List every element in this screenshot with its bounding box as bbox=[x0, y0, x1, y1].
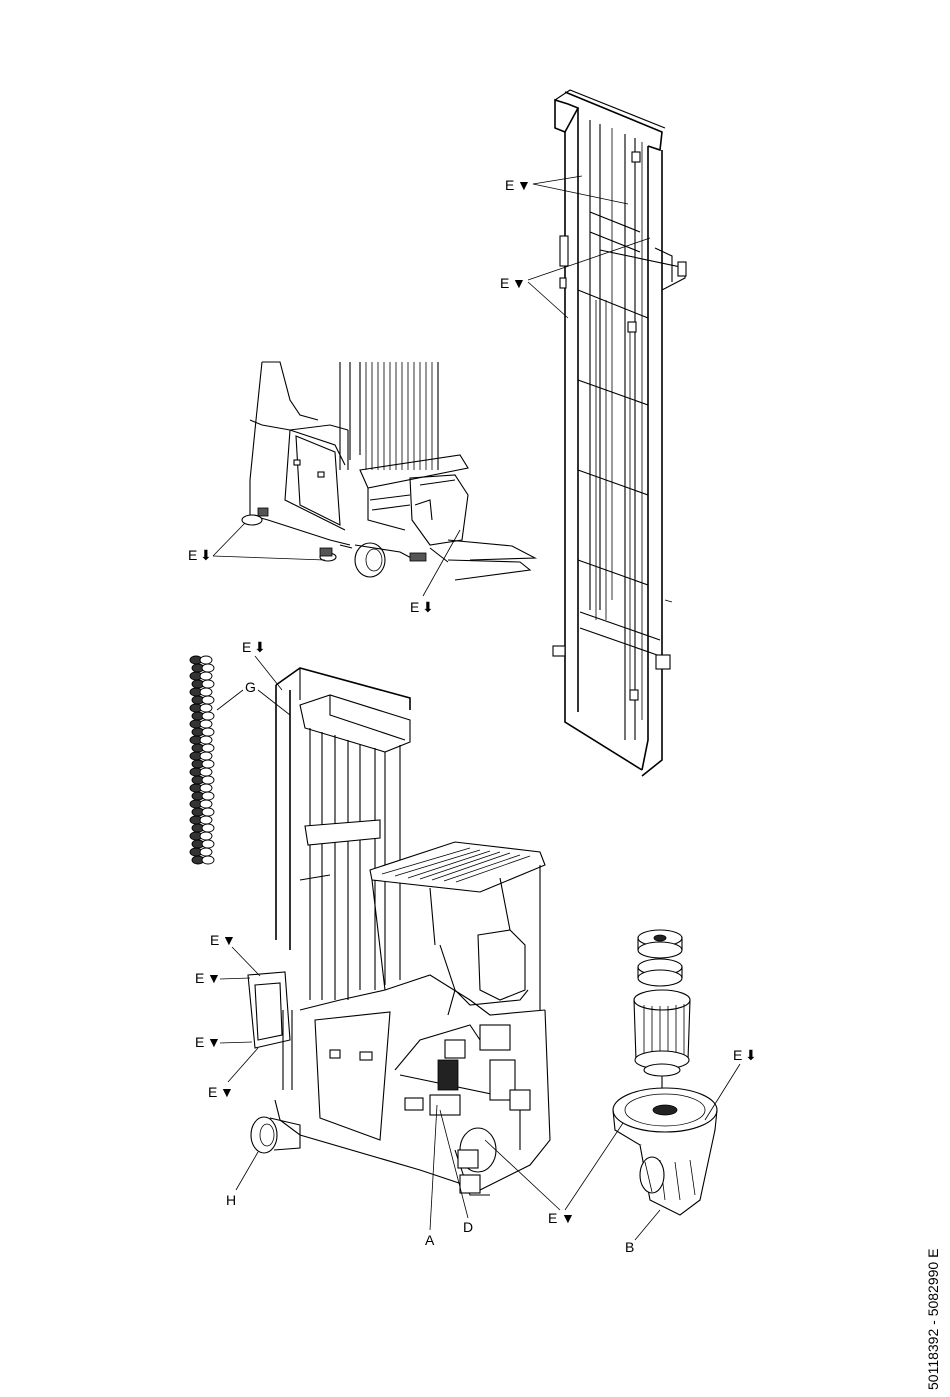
leader-line bbox=[258, 690, 290, 715]
chain-link bbox=[200, 736, 212, 744]
svg-text:⬇: ⬇ bbox=[200, 547, 212, 563]
leader-line bbox=[485, 1140, 560, 1210]
chain-link bbox=[200, 784, 212, 792]
label-e-lube-carriage-2: E ▼ bbox=[195, 970, 221, 986]
label-e-lube-carriage-3: E ▼ bbox=[195, 1034, 221, 1050]
chain-link bbox=[202, 824, 214, 832]
chain-link bbox=[202, 792, 214, 800]
chain-link bbox=[202, 728, 214, 736]
label-e-lube-drive: E ▼ bbox=[548, 1210, 575, 1226]
label-g: G bbox=[245, 679, 256, 695]
svg-text:▼: ▼ bbox=[222, 932, 236, 948]
chain-link bbox=[200, 848, 212, 856]
reach-truck-illustration bbox=[248, 668, 550, 1195]
chain-link bbox=[202, 664, 214, 672]
chain-link bbox=[202, 808, 214, 816]
svg-text:E: E bbox=[195, 1034, 204, 1050]
label-d: D bbox=[463, 1219, 473, 1235]
leader-line bbox=[528, 238, 650, 280]
document-number: 50118392 - 5082990 E bbox=[925, 1249, 941, 1390]
chain-link bbox=[202, 840, 214, 848]
chain-link bbox=[200, 720, 212, 728]
truck-base-illustration bbox=[242, 362, 535, 580]
chain-link bbox=[200, 752, 212, 760]
svg-text:▼: ▼ bbox=[561, 1210, 575, 1226]
chain-link bbox=[202, 744, 214, 752]
leader-line bbox=[533, 176, 582, 184]
label-e-lube-carriage-4: E ▼ bbox=[208, 1084, 234, 1100]
leader-line bbox=[220, 978, 250, 979]
chain-link bbox=[202, 712, 214, 720]
chain-link bbox=[200, 816, 212, 824]
svg-text:▼: ▼ bbox=[517, 177, 531, 193]
svg-text:⬇: ⬇ bbox=[745, 1047, 757, 1063]
chain-link bbox=[202, 696, 214, 704]
chain-link bbox=[200, 832, 212, 840]
label-e-oil-base-fork: E ⬇ bbox=[410, 599, 434, 615]
label-e-lube-mast-1: E ▼ bbox=[505, 177, 531, 193]
svg-text:⬇: ⬇ bbox=[422, 599, 434, 615]
mast-illustration bbox=[553, 90, 686, 776]
chain-link bbox=[202, 760, 214, 768]
svg-text:⬇: ⬇ bbox=[254, 639, 266, 655]
label-b: B bbox=[625, 1239, 634, 1255]
leader-line bbox=[236, 1152, 258, 1190]
leader-line bbox=[565, 1120, 625, 1210]
leader-line bbox=[423, 530, 460, 596]
label-e-lube-carriage-1: E ▼ bbox=[210, 932, 236, 948]
leader-line bbox=[255, 656, 282, 690]
svg-text:▼: ▼ bbox=[512, 275, 526, 291]
svg-text:E: E bbox=[208, 1084, 217, 1100]
svg-text:E: E bbox=[505, 177, 514, 193]
svg-text:▼: ▼ bbox=[207, 970, 221, 986]
chain-link bbox=[200, 672, 212, 680]
leader-line bbox=[213, 523, 245, 556]
chain-link bbox=[202, 680, 214, 688]
label-a: A bbox=[425, 1232, 435, 1248]
leader-line bbox=[220, 1042, 252, 1043]
leader-line bbox=[430, 1105, 437, 1230]
leader-line bbox=[705, 1064, 740, 1120]
drive-unit-illustration bbox=[613, 930, 717, 1215]
chain-link bbox=[200, 688, 212, 696]
svg-text:E: E bbox=[242, 639, 251, 655]
leader-line bbox=[635, 1210, 660, 1240]
label-e-oil-base-left: E ⬇ bbox=[188, 547, 212, 563]
chain-illustration bbox=[190, 656, 214, 864]
leader-line bbox=[213, 556, 325, 560]
svg-text:▼: ▼ bbox=[220, 1084, 234, 1100]
label-e-oil-mast-top: E ⬇ bbox=[242, 639, 266, 655]
chain-link bbox=[202, 856, 214, 864]
svg-text:E: E bbox=[548, 1210, 557, 1226]
leader-line bbox=[217, 690, 243, 710]
leader-line bbox=[228, 1048, 258, 1082]
chain-link bbox=[200, 656, 212, 664]
svg-text:E: E bbox=[188, 547, 197, 563]
svg-text:E: E bbox=[733, 1047, 742, 1063]
chain-link bbox=[200, 704, 212, 712]
leader-line bbox=[232, 947, 260, 976]
label-e-lube-mast-2: E ▼ bbox=[500, 275, 526, 291]
chain-link bbox=[200, 768, 212, 776]
label-h: H bbox=[226, 1192, 236, 1208]
label-e-oil-drive: E ⬇ bbox=[733, 1047, 757, 1063]
svg-text:E: E bbox=[500, 275, 509, 291]
chain-link bbox=[202, 776, 214, 784]
svg-text:E: E bbox=[410, 599, 419, 615]
chain-link bbox=[200, 800, 212, 808]
svg-text:E: E bbox=[195, 970, 204, 986]
svg-text:▼: ▼ bbox=[207, 1034, 221, 1050]
svg-text:E: E bbox=[210, 932, 219, 948]
leader-line bbox=[533, 184, 628, 204]
